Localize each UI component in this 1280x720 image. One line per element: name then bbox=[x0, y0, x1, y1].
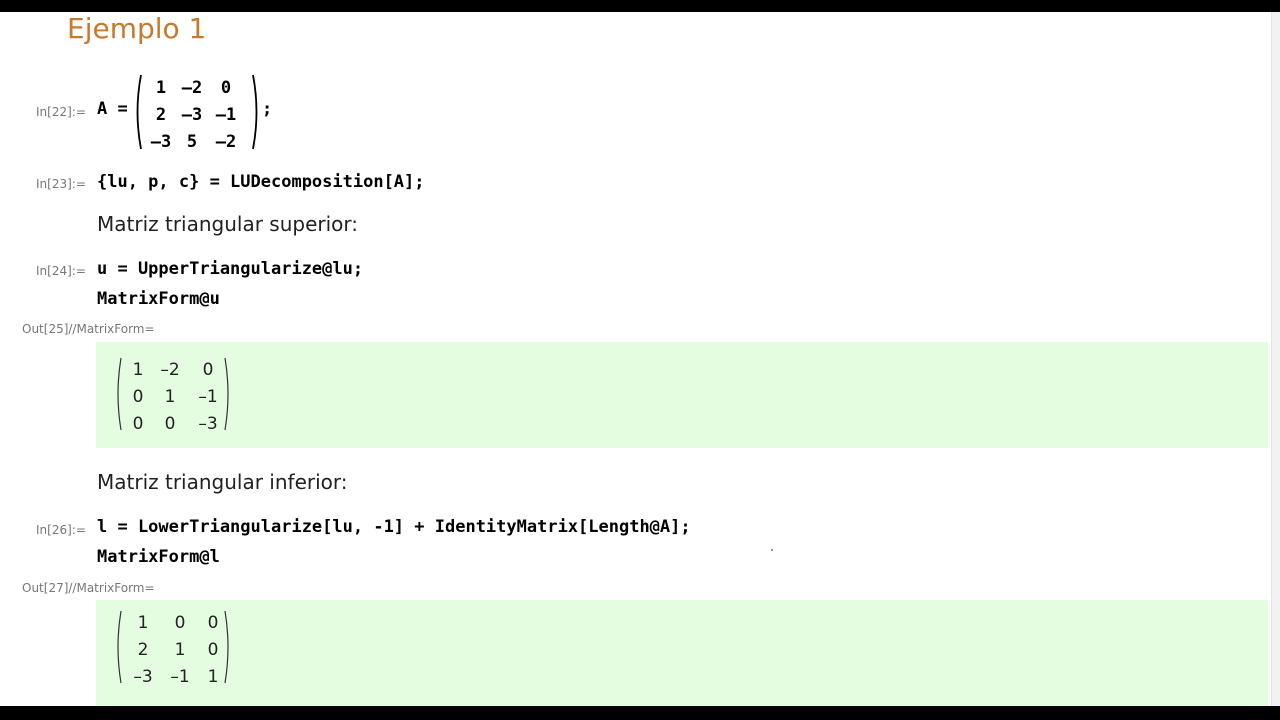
input-label-22: In[22]:= bbox=[36, 105, 86, 119]
matrix-entry: 1 bbox=[164, 386, 176, 407]
output-label-27: Out[27]//MatrixForm= bbox=[22, 581, 155, 595]
right-paren-icon bbox=[251, 74, 261, 150]
left-paren-icon bbox=[114, 356, 124, 432]
matrix-entry: 0 bbox=[207, 639, 219, 660]
matrix-entry: 0 bbox=[174, 612, 186, 633]
matrixform-u-input[interactable]: MatrixForm@u bbox=[97, 289, 220, 309]
matrix-entry: 0 bbox=[207, 612, 219, 633]
upper-triangularize-input[interactable]: u = UpperTriangularize@lu; bbox=[97, 259, 364, 279]
lower-triangularize-input[interactable]: l = LowerTriangularize[lu, -1] + Identit… bbox=[97, 517, 691, 537]
matrix-entry: 1 bbox=[155, 77, 167, 98]
matrix-entry: 0 bbox=[220, 77, 232, 98]
output-label-25: Out[25]//MatrixForm= bbox=[22, 322, 155, 336]
top-bar bbox=[0, 0, 1280, 12]
matrix-entry: 0 bbox=[164, 413, 176, 434]
matrix-entry: 2 bbox=[137, 639, 149, 660]
cursor-dot bbox=[771, 549, 773, 551]
left-paren-icon bbox=[133, 74, 143, 150]
matrix-entry: 0 bbox=[132, 386, 144, 407]
bottom-bar bbox=[0, 706, 1280, 720]
matrix-entry: –3 bbox=[181, 104, 203, 125]
assignment-lhs[interactable]: A = bbox=[97, 99, 138, 119]
statement-terminator: ; bbox=[262, 99, 273, 119]
right-paren-icon bbox=[222, 609, 232, 685]
matrix-entry: –1 bbox=[198, 386, 218, 407]
matrix-entry: –3 bbox=[198, 413, 218, 434]
left-paren-icon bbox=[114, 609, 124, 685]
input-label-23: In[23]:= bbox=[36, 177, 86, 191]
matrixform-l-input[interactable]: MatrixForm@l bbox=[97, 547, 220, 567]
matrix-entry: –1 bbox=[170, 666, 190, 687]
section-title: Ejemplo 1 bbox=[67, 12, 207, 45]
input-label-26: In[26]:= bbox=[36, 523, 86, 537]
input-label-24: In[24]:= bbox=[36, 264, 86, 278]
matrix-entry: 1 bbox=[174, 639, 186, 660]
text-upper-triangular: Matriz triangular superior: bbox=[97, 212, 359, 236]
text-lower-triangular: Matriz triangular inferior: bbox=[97, 470, 348, 494]
matrix-entry: 5 bbox=[186, 131, 198, 152]
matrix-entry: –2 bbox=[181, 77, 203, 98]
matrix-grid: 1 –2 0 2 –3 –1 –3 5 –2 bbox=[147, 74, 243, 155]
matrix-entry: 0 bbox=[132, 413, 144, 434]
matrix-entry: 1 bbox=[207, 666, 219, 687]
right-paren-icon bbox=[222, 356, 232, 432]
matrix-entry: –3 bbox=[133, 666, 153, 687]
matrix-entry: 0 bbox=[202, 359, 214, 380]
matrix-entry: 2 bbox=[155, 104, 167, 125]
lu-decomposition-input[interactable]: {lu, p, c} = LUDecomposition[A]; bbox=[97, 172, 425, 192]
matrix-entry: –2 bbox=[160, 359, 180, 380]
vertical-scrollbar[interactable] bbox=[1271, 12, 1280, 706]
matrix-entry: –3 bbox=[150, 131, 172, 152]
matrix-entry: –1 bbox=[215, 104, 237, 125]
matrix-entry: –2 bbox=[215, 131, 237, 152]
matrix-entry: 1 bbox=[132, 359, 144, 380]
matrix-entry: 1 bbox=[137, 612, 149, 633]
input-matrix-a[interactable]: 1 –2 0 2 –3 –1 –3 5 –2 bbox=[133, 74, 261, 152]
